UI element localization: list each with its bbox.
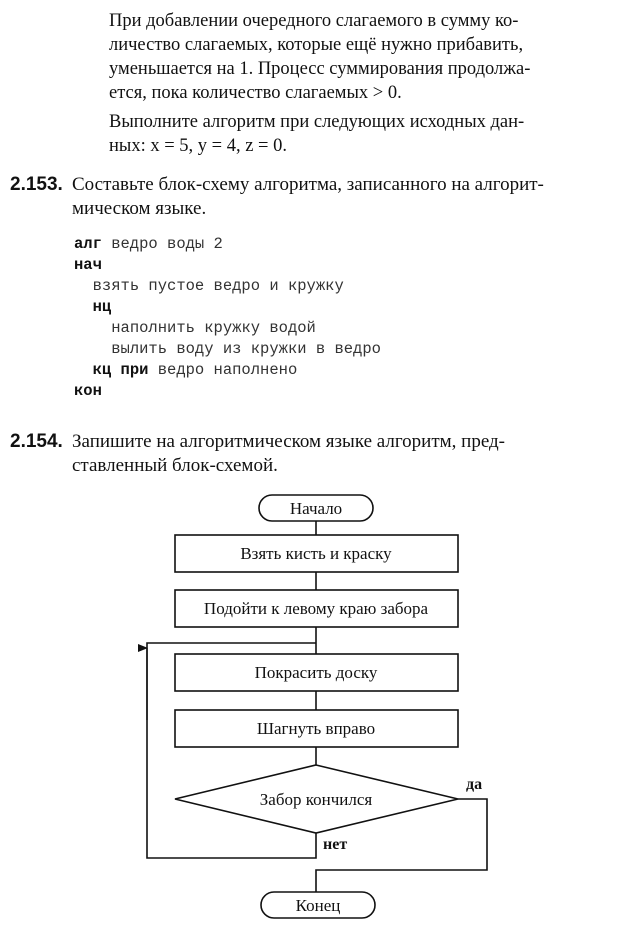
- end-terminal: [260, 891, 376, 919]
- yes-label: да: [466, 776, 482, 793]
- code-line: взять пустое ведро и кружку: [74, 276, 381, 297]
- step-label: Взять кисть и краску: [240, 544, 392, 563]
- intro-line: уменьшается на 1. Процесс суммирования п…: [109, 59, 531, 79]
- intro-paragraph: При добавлении очередного слагаемого в с…: [109, 9, 609, 105]
- task-number: 2.154.: [10, 431, 63, 452]
- code-keyword: нач: [74, 256, 102, 274]
- task-line: Составьте блок-схему алгоритма, записанн…: [72, 174, 544, 195]
- code-text: ведро воды 2: [101, 235, 223, 253]
- exercise-line: Выполните алгоритм при следующих исходны…: [109, 112, 525, 132]
- code-line: кон: [74, 381, 381, 402]
- code-line: нц: [74, 297, 381, 318]
- code-text: взять пустое ведро и кружку: [92, 277, 344, 295]
- code-text: вылить воду из кружки в ведро: [111, 340, 381, 358]
- exercise-paragraph: Выполните алгоритм при следующих исходны…: [109, 110, 609, 158]
- intro-line: ется, пока количество слагаемых > 0.: [109, 83, 402, 103]
- algorithm-code: алг ведро воды 2 нач взять пустое ведро …: [74, 234, 381, 402]
- intro-line: личество слагаемых, которые ещё нужно пр…: [109, 35, 524, 55]
- code-keyword: кон: [74, 382, 102, 400]
- end-label: Конец: [296, 896, 341, 915]
- task-text: Составьте блок-схему алгоритма, записанн…: [72, 173, 617, 221]
- no-label: нет: [323, 836, 347, 853]
- start-label: Начало: [290, 499, 342, 518]
- task-line: Запишите на алгоритмическом языке алгори…: [72, 431, 506, 452]
- code-line: нач: [74, 255, 381, 276]
- code-text: ведро наполнено: [148, 361, 298, 379]
- code-keyword: кц при: [92, 361, 149, 379]
- step-label: Покрасить доску: [255, 663, 378, 682]
- code-line: вылить воду из кружки в ведро: [74, 339, 381, 360]
- code-line: наполнить кружку водой: [74, 318, 381, 339]
- task-number: 2.153.: [10, 174, 63, 195]
- exercise-line: ных: x = 5, y = 4, z = 0.: [109, 136, 287, 156]
- code-line: алг ведро воды 2: [74, 234, 381, 255]
- code-keyword: алг: [74, 235, 102, 253]
- condition-label: Забор кончился: [260, 790, 373, 809]
- intro-line: При добавлении очередного слагаемого в с…: [109, 11, 519, 31]
- task-line: мическом языке.: [72, 198, 207, 219]
- step-label: Подойти к левому краю забора: [204, 599, 429, 618]
- code-line: кц при ведро наполнено: [74, 360, 381, 381]
- task-text: Запишите на алгоритмическом языке алгори…: [72, 430, 617, 478]
- step-label: Шагнуть вправо: [257, 719, 375, 738]
- code-text: наполнить кружку водой: [111, 319, 316, 337]
- code-keyword: нц: [92, 298, 112, 316]
- task-line: ставленный блок-схемой.: [72, 455, 278, 476]
